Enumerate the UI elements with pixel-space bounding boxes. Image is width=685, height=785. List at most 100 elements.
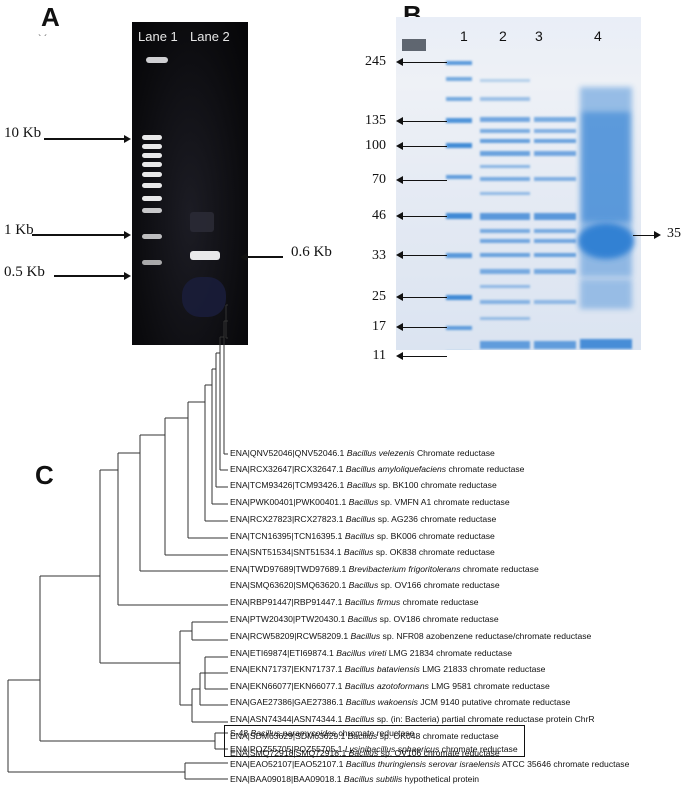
well-lane-1 xyxy=(146,57,168,63)
leaf-accession: ENA|SDM63629|SDM63629.1 xyxy=(230,731,348,741)
leaf-species: Bacillus thuringiensis serovar israelens… xyxy=(345,759,501,769)
ladder-band xyxy=(142,234,162,239)
leaf-description: sp. NFR08 azobenzene reductase/chromate … xyxy=(380,631,592,641)
leaf-accession: ENA|RBP91447|RBP91447.1 xyxy=(230,597,345,607)
leaf-accession: ENA|GAE27386|GAE27386.1 xyxy=(230,697,346,707)
leaf-species: Bacillus xyxy=(347,731,378,741)
leaf-label: ENA|SNT51534|SNT51534.1 Bacillus sp. OK8… xyxy=(230,547,495,558)
leaf-description: sp. OK048 chromate reductase xyxy=(377,731,499,741)
mw-135-label: 135 xyxy=(365,113,386,128)
leaf-description: chromate reductase xyxy=(439,744,518,754)
marker-1kb-label: 1 Kb xyxy=(4,222,34,238)
leaf-description: sp. (in: Bacteria) partial chromate redu… xyxy=(374,714,595,724)
target-size-label: 35 xyxy=(667,226,681,241)
ladder-band xyxy=(142,172,162,177)
leaf-label: ENA|POZ55705|POZ55705.1 Lysinibacillus s… xyxy=(230,744,518,755)
arrow-head xyxy=(654,231,661,239)
leaf-label: ENA|EKN66077|EKN66077.1 Bacillus azotofo… xyxy=(230,681,550,692)
leaf-label: ENA|PWK00401|PWK00401.1 Bacillus sp. VMF… xyxy=(230,497,510,508)
ladder-band xyxy=(142,144,162,149)
leaf-description: LMG 21834 chromate reductase xyxy=(386,648,513,658)
marker-10kb-label: 10 Kb xyxy=(4,125,42,141)
leaf-accession: ENA|BAA09018|BAA09018.1 xyxy=(230,774,344,784)
leaf-species: Bacillus subtilis xyxy=(343,774,403,784)
lane-4-number: 4 xyxy=(594,28,602,44)
mw-11-label: 11 xyxy=(372,348,386,363)
panel-a-letter: A xyxy=(41,2,60,32)
mw-70-arrow xyxy=(403,179,447,181)
leaf-description: sp. AG236 chromate reductase xyxy=(375,514,497,524)
arrow-head xyxy=(124,134,131,143)
leaf-species: Bacillus xyxy=(345,514,376,524)
arrow-head xyxy=(396,142,403,150)
agarose-gel: Lane 1 Lane 2 xyxy=(132,22,248,345)
panel-a-mark: ` ´ xyxy=(38,34,48,45)
leaf-accession: ENA|RCW58209|RCW58209.1 xyxy=(230,631,351,641)
leaf-description: LMG 9581 chromate reductase xyxy=(428,681,550,691)
leaf-species: Bacillus vireti xyxy=(336,648,387,658)
mw-33-arrow xyxy=(403,254,447,256)
leaf-description: sp. OK838 chromate reductase xyxy=(373,547,495,557)
lane-3-number: 3 xyxy=(535,28,543,44)
leaf-accession: ENA|EKN66077|EKN66077.1 xyxy=(230,681,345,691)
lane-2-label: Lane 2 xyxy=(190,29,230,44)
leaf-label: ENA|RBP91447|RBP91447.1 Bacillus firmus … xyxy=(230,597,479,608)
leaf-description: sp. OV186 chromate reductase xyxy=(377,614,499,624)
leaf-description: sp. BK006 chromate reductase xyxy=(374,531,495,541)
ladder-band xyxy=(142,153,162,158)
mw-245-label: 245 xyxy=(365,54,386,69)
leaf-description: LMG 21833 chromate reductase xyxy=(419,664,546,674)
mw-33-label: 33 xyxy=(372,248,386,263)
leaf-label: ENA|EKN71737|EKN71737.1 Bacillus batavie… xyxy=(230,664,545,675)
leaf-accession: ENA|EKN71737|EKN71737.1 xyxy=(230,664,345,674)
lane-1-label: Lane 1 xyxy=(138,29,178,44)
arrow-head xyxy=(396,212,403,220)
highlight-box xyxy=(224,725,525,757)
leaf-species: Bacillus xyxy=(348,748,379,758)
leaf-accession: ENA|ETI69874|ETI69874.1 xyxy=(230,648,337,658)
leaf-accession: ENA|RCX27823|RCX27823.1 xyxy=(230,514,346,524)
arrow-head xyxy=(396,293,403,301)
ladder-band xyxy=(142,162,162,167)
mw-17-arrow xyxy=(403,326,447,328)
leaf-species: Bacillus velezenis xyxy=(346,448,415,458)
leaf-label: ENA|RCX32647|RCX32647.1 Bacillus amyloli… xyxy=(230,464,524,475)
leaf-label: ENA|ETI69874|ETI69874.1 Bacillus vireti … xyxy=(230,648,512,659)
leaf-species: Brevibacterium frigoritolerans xyxy=(348,564,461,574)
leaf-label: ENA|TCN16395|TCN16395.1 Bacillus sp. BK0… xyxy=(230,531,495,542)
leaf-description: sp. BK100 chromate reductase xyxy=(376,480,497,490)
leaf-accession: ENA|PWK00401|PWK00401.1 xyxy=(230,497,349,507)
lane-2-smear xyxy=(190,212,214,232)
marker-1kb-arrow xyxy=(32,234,124,236)
leaf-label: ENA|TCM93426|TCM93426.1 Bacillus sp. BK1… xyxy=(230,480,497,491)
leaf-accession: ENA|TWD97689|TWD97689.1 xyxy=(230,564,349,574)
leaf-label: ENA|GAE27386|GAE27386.1 Bacillus wakoens… xyxy=(230,697,570,708)
leaf-accession: ENA|RCX32647|RCX32647.1 xyxy=(230,464,346,474)
leaf-description: chromate reductase xyxy=(400,597,479,607)
leaf-species: Bacillus amyloliquefaciens xyxy=(345,464,447,474)
ladder-band xyxy=(142,196,162,201)
leaf-accession: ENA|PTW20430|PTW20430.1 xyxy=(230,614,348,624)
leaf-label: ENA|TWD97689|TWD97689.1 Brevibacterium f… xyxy=(230,564,539,575)
leaf-label: ENA|SMQ63620|SMQ63620.1 Bacillus sp. OV1… xyxy=(230,580,500,591)
arrow-head xyxy=(240,252,247,261)
leaf-accession: ENA|POZ55705|POZ55705.1 xyxy=(230,744,345,754)
product-size-label: 0.6 Kb xyxy=(291,244,332,260)
mw-25-arrow xyxy=(403,296,447,298)
leaf-label: ENA|BAA09018|BAA09018.1 Bacillus subtili… xyxy=(230,774,479,785)
leaf-label: ENA|RCW58209|RCW58209.1 Bacillus sp. NFR… xyxy=(230,631,591,642)
sds-page-gel: 1 2 3 4 xyxy=(396,17,641,350)
leaf-species: Bacillus xyxy=(343,547,374,557)
sds-page-bands xyxy=(402,39,634,349)
leaf-species: Bacillus xyxy=(346,480,377,490)
arrow-head xyxy=(396,176,403,184)
ladder-band xyxy=(142,208,162,213)
leaf-description: sp. OV166 chromate reductase xyxy=(378,580,500,590)
leaf-accession: S-48 xyxy=(230,728,251,738)
leaf-accession: ENA|EAO52107|EAO52107.1 xyxy=(230,759,346,769)
leaf-description: sp. OV106 chromate reductase xyxy=(378,748,500,758)
leaf-description: chromate reductase xyxy=(446,464,525,474)
leaf-label: ENA|EAO52107|EAO52107.1 Bacillus thuring… xyxy=(230,759,629,770)
marker-tag xyxy=(402,39,426,51)
